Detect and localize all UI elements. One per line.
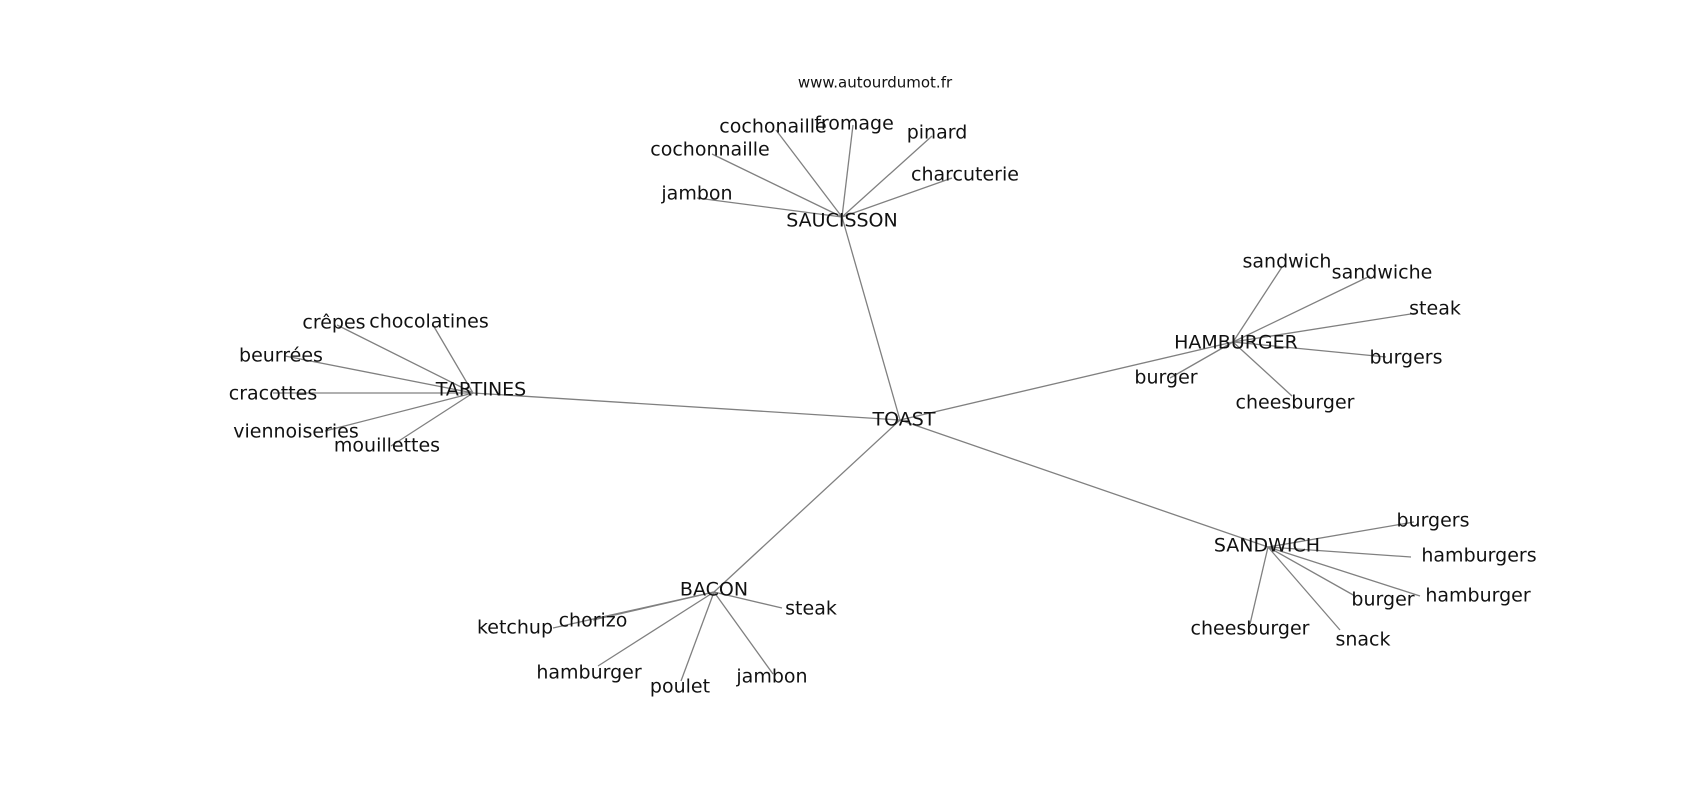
edge-saucisson-leaf <box>841 135 933 218</box>
node-leaf[interactable]: hamburgers <box>1421 545 1536 567</box>
edge-tartines-leaf <box>284 355 474 394</box>
edge-hamburger-leaf <box>1232 341 1387 358</box>
node-hub-hamburger[interactable]: HAMBURGER <box>1174 332 1298 354</box>
edge-sandwich-leaf <box>1267 521 1415 548</box>
edge-saucisson-leaf <box>841 177 953 218</box>
graph-nodes: TOAST SAUCISSON jambon cochonnaillecochonai… <box>229 113 1537 698</box>
edge-sandwich-leaf <box>1267 546 1356 597</box>
edge-bacon-leaf <box>680 591 715 682</box>
node-leaf[interactable]: chocolatines <box>369 311 488 333</box>
edge-center-saucisson <box>841 216 901 421</box>
node-leaf[interactable]: cheesburger <box>1236 392 1355 414</box>
node-leaf[interactable]: chorizo <box>559 610 628 632</box>
node-leaf[interactable]: cochonaille <box>719 116 826 138</box>
edge-bacon-leaf <box>713 591 783 609</box>
edge-bacon-leaf <box>713 591 774 675</box>
node-leaf[interactable]: hamburger <box>536 662 642 684</box>
edge-center-sandwich <box>899 419 1269 548</box>
edge-saucisson-leaf <box>711 153 843 218</box>
node-leaf[interactable]: cochonnaille <box>650 139 769 161</box>
edge-bacon-leaf <box>597 591 715 667</box>
node-leaf[interactable]: cheesburger <box>1191 618 1310 640</box>
edge-center-tartines <box>472 392 901 421</box>
node-leaf[interactable]: burger <box>1351 589 1414 611</box>
node-hub-saucisson[interactable]: SAUCISSON <box>786 210 897 232</box>
node-leaf[interactable]: viennoiseries <box>233 421 358 443</box>
edge-saucisson-leaf <box>841 124 854 218</box>
edge-tartines-leaf <box>324 392 474 432</box>
edge-sandwich-leaf <box>1249 546 1269 625</box>
node-leaf[interactable]: steak <box>785 598 837 620</box>
node-leaf[interactable]: steak <box>1409 298 1461 320</box>
node-hub-bacon[interactable]: BACON <box>680 579 748 601</box>
node-hub-sandwich[interactable]: SANDWICH <box>1214 535 1320 557</box>
edge-saucisson-leaf <box>696 197 843 218</box>
node-leaf[interactable]: ketchup <box>477 617 553 639</box>
node-leaf[interactable]: burgers <box>1396 510 1469 532</box>
node-leaf[interactable]: snack <box>1335 629 1390 651</box>
edge-sandwich-leaf <box>1267 546 1341 631</box>
edge-saucisson-leaf <box>775 129 843 218</box>
node-leaf[interactable]: jambon <box>660 183 732 205</box>
edge-center-hamburger <box>899 341 1234 421</box>
edge-bacon-leaf <box>592 591 715 621</box>
node-leaf[interactable]: burger <box>1134 367 1197 389</box>
node-hub-tartines[interactable]: TARTINES <box>435 379 526 401</box>
edge-hamburger-leaf <box>1232 266 1283 343</box>
node-leaf[interactable]: mouillettes <box>334 435 440 457</box>
node-leaf[interactable]: beurrées <box>239 345 323 367</box>
graph-edges <box>273 124 1421 682</box>
node-leaf[interactable]: crêpes <box>302 312 365 334</box>
edge-tartines-leaf <box>390 392 474 447</box>
source-url[interactable]: www.autourdumot.fr <box>798 74 953 92</box>
edge-tartines-leaf <box>432 324 474 394</box>
node-leaf[interactable]: jambon <box>735 666 807 688</box>
node-leaf[interactable]: cracottes <box>229 383 317 405</box>
edge-hamburger-leaf <box>1169 341 1234 379</box>
edge-tartines-leaf <box>336 324 474 394</box>
node-leaf[interactable]: pinard <box>907 122 968 144</box>
edge-hamburger-leaf <box>1232 275 1371 343</box>
node-leaf[interactable]: fromage <box>814 113 894 135</box>
node-leaf[interactable]: burgers <box>1369 347 1442 369</box>
edge-hamburger-leaf <box>1232 312 1418 343</box>
edge-hamburger-leaf <box>1232 341 1293 397</box>
edge-center-bacon <box>713 419 901 593</box>
node-center[interactable]: TOAST <box>872 409 936 431</box>
node-leaf[interactable]: poulet <box>650 676 710 698</box>
node-leaf[interactable]: sandwich <box>1243 251 1332 273</box>
node-leaf[interactable]: charcuterie <box>911 164 1019 186</box>
edge-sandwich-leaf <box>1267 546 1421 597</box>
edge-sandwich-leaf <box>1267 546 1412 558</box>
node-leaf[interactable]: sandwiche <box>1332 262 1433 284</box>
node-leaf[interactable]: hamburger <box>1425 585 1531 607</box>
